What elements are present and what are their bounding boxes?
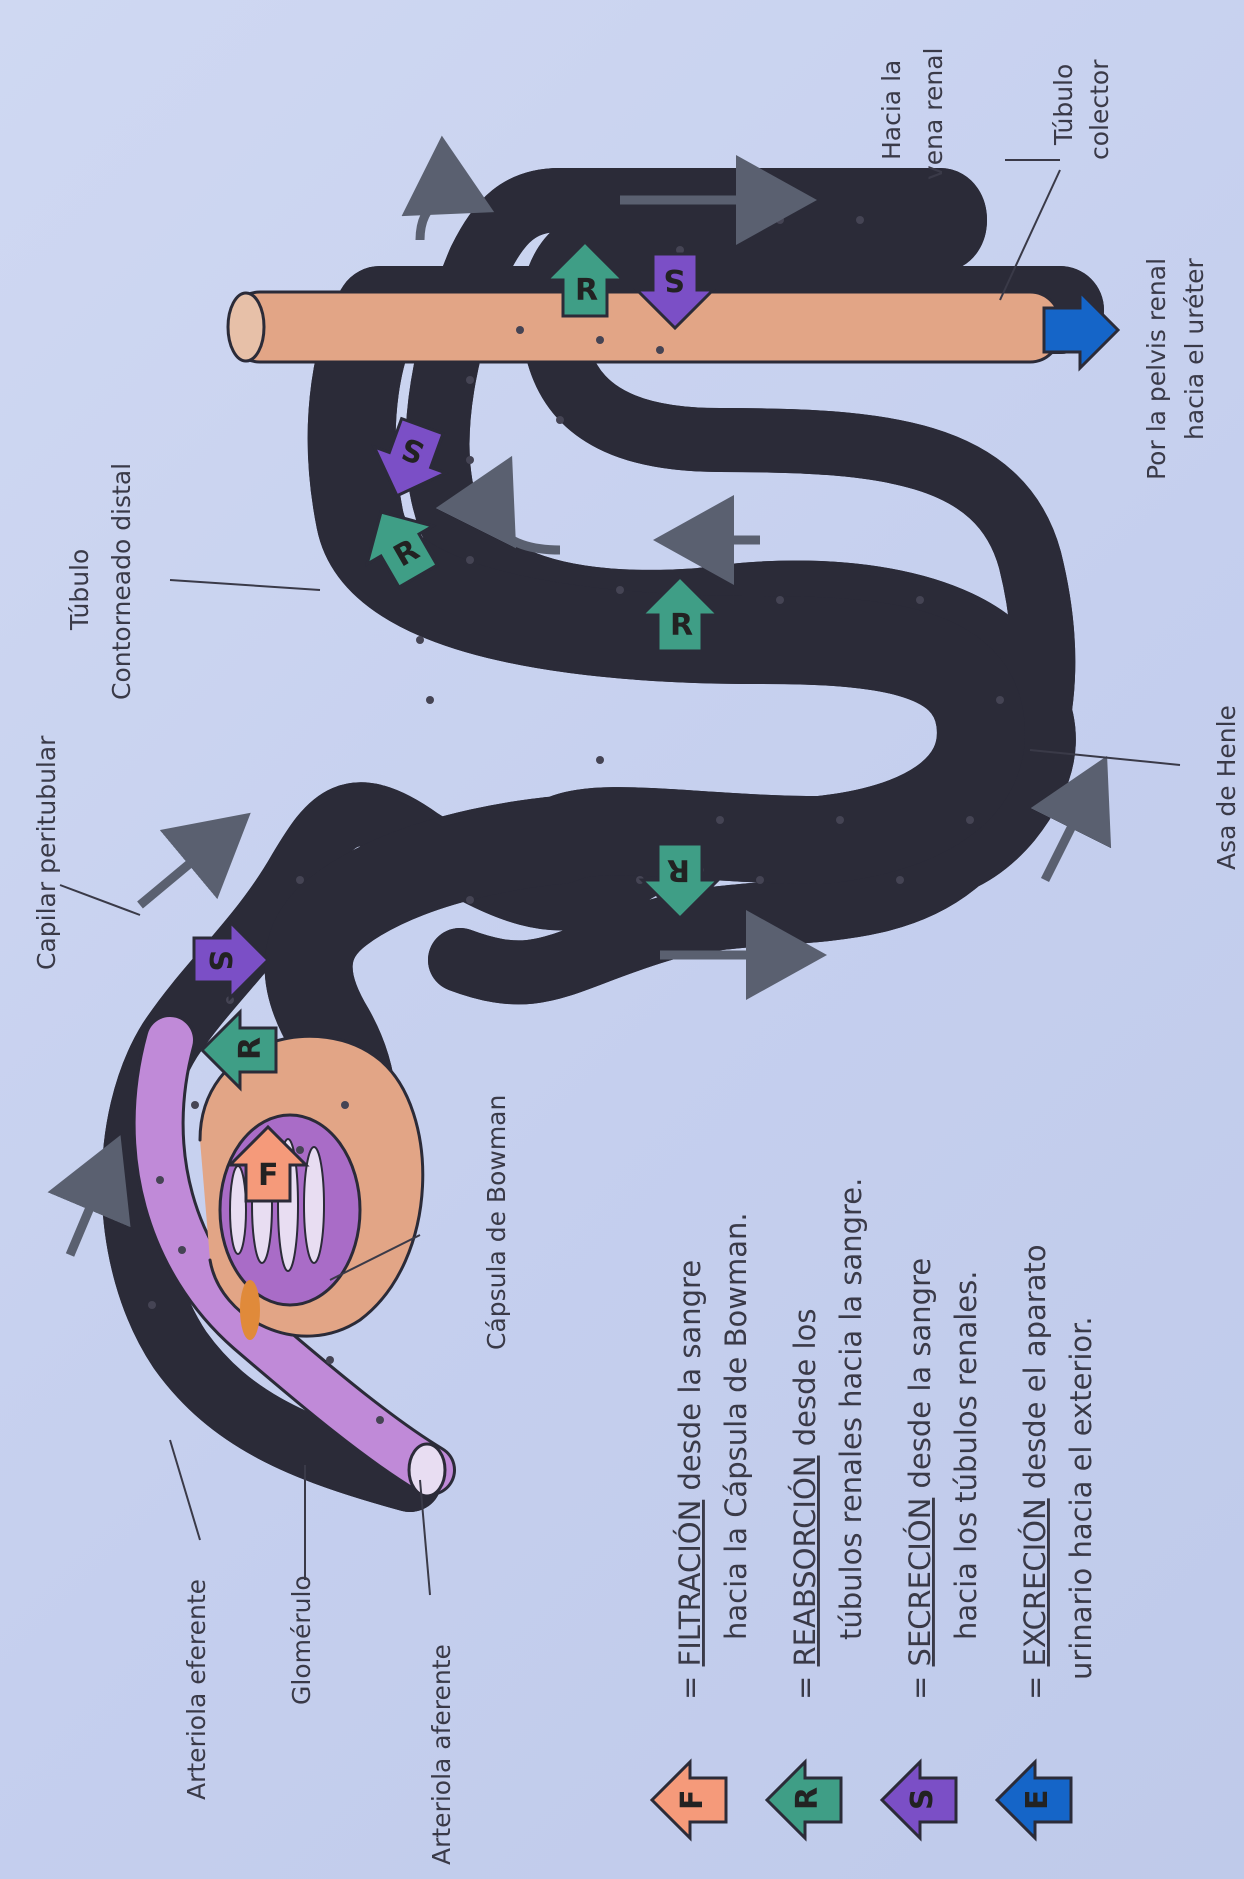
legend-row-excretion-2: urinario hacia el exterior. [1064, 1316, 1098, 1680]
legend-row-secretion-2: hacia los túbulos renales. [949, 1271, 983, 1640]
svg-text:Arteriola aferente: Arteriola aferente [427, 1644, 456, 1865]
legend-letter-E: E [1020, 1790, 1055, 1811]
svg-text:R: R [233, 1037, 268, 1060]
legend-row-reabsorption-2: túbulos renales hacia la sangre. [834, 1178, 868, 1640]
svg-text:Por la pelvis renal: Por la pelvis renal [1142, 258, 1171, 480]
svg-text:R: R [670, 608, 693, 643]
svg-text:Capilar peritubular: Capilar peritubular [32, 735, 61, 970]
svg-text:R: R [667, 852, 690, 887]
label-asa-henle: Asa de Henle [1212, 705, 1241, 870]
legend-row-reabsorption: = REABSORCIÓN desde los [788, 1309, 822, 1700]
svg-text:S: S [202, 950, 237, 972]
svg-text:F: F [258, 1158, 279, 1193]
legend-letter-R: R [790, 1787, 825, 1810]
label-capilar-peritubular: Capilar peritubular [32, 735, 61, 970]
label-capsula-bowman: Cápsula de Bowman [482, 1095, 511, 1350]
label-arteriola-eferente: Arteriola eferente [182, 1579, 211, 1800]
svg-text:Glomérulo: Glomérulo [287, 1575, 316, 1705]
svg-text:Túbulo: Túbulo [65, 549, 94, 631]
svg-text:Contorneado distal: Contorneado distal [107, 463, 136, 700]
label-tubulo-distal-2: Contorneado distal [107, 463, 136, 700]
svg-text:S: S [663, 262, 685, 297]
label-arteriola-aferente: Arteriola aferente [427, 1644, 456, 1865]
legend-row-secretion: = SECRECIÓN desde la sangre [903, 1258, 937, 1700]
legend-letter-F: F [675, 1790, 710, 1811]
label-tubulo-distal: Túbulo [65, 549, 94, 631]
svg-text:hacia el uréter: hacia el uréter [1180, 257, 1209, 440]
label-hacia-ureter: hacia el uréter [1180, 257, 1209, 440]
legend-row-filtration-2: hacia la Cápsula de Bowman. [719, 1212, 753, 1640]
svg-text:vena renal: vena renal [919, 47, 948, 180]
label-glomerulo: Glomérulo [287, 1575, 316, 1705]
svg-text:Arteriola eferente: Arteriola eferente [182, 1579, 211, 1800]
label-pelvis-renal: Por la pelvis renal [1142, 258, 1171, 480]
label-tubulo-colector-2: colector [1085, 59, 1114, 160]
svg-text:Túbulo: Túbulo [1049, 64, 1078, 146]
legend-letter-S: S [905, 1788, 940, 1810]
svg-text:Hacia la: Hacia la [877, 60, 906, 160]
svg-text:Asa de Henle: Asa de Henle [1212, 705, 1241, 870]
svg-text:R: R [575, 273, 598, 308]
label-tubulo-colector: Túbulo [1049, 64, 1078, 146]
legend: F R S E = FILTRACIÓN desde la sangre hac… [652, 1178, 1098, 1838]
label-hacia-vena: Hacia la [877, 60, 906, 160]
svg-text:colector: colector [1085, 59, 1114, 160]
label-vena-renal: vena renal [919, 47, 948, 180]
svg-text:Cápsula de Bowman: Cápsula de Bowman [482, 1095, 511, 1350]
legend-row-filtration: = FILTRACIÓN desde la sangre [673, 1260, 707, 1700]
legend-row-excretion: = EXCRECIÓN desde el aparato [1018, 1244, 1052, 1700]
